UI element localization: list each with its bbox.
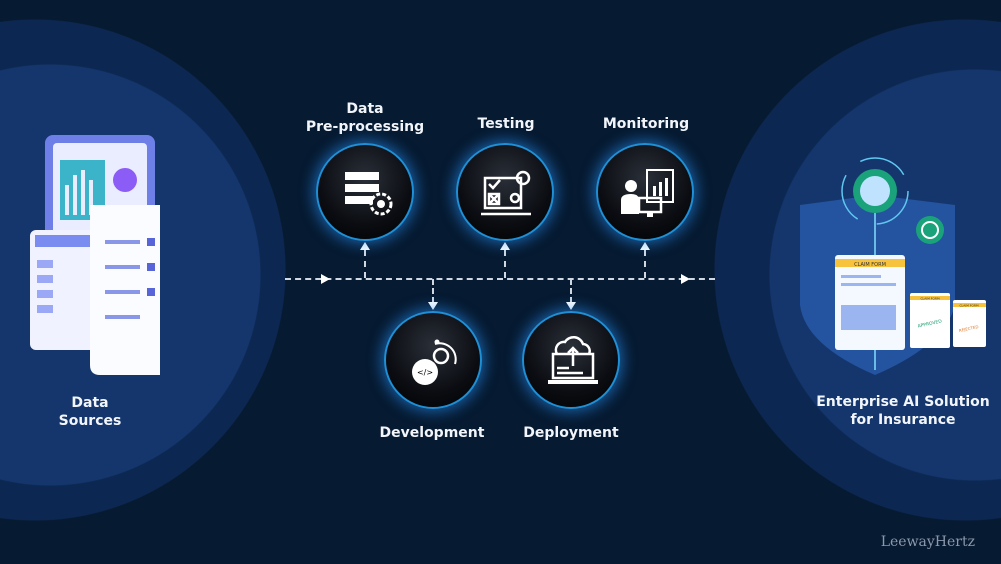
enterprise-ai-label-line1: Enterprise AI Solution [816, 394, 990, 410]
stage-label-monitoring: Monitoring [602, 116, 690, 132]
preprocessing-label-line2: Pre-processing [305, 119, 425, 135]
stage-preprocessing [316, 143, 414, 241]
arrow-up-preprocessing [360, 242, 370, 250]
stage-monitoring [596, 143, 694, 241]
data-sources-label-line1: Data [71, 395, 109, 411]
checklist-gear-icon [481, 170, 531, 216]
code-gear-icon: </> [412, 339, 457, 385]
stage-testing [456, 143, 554, 241]
server-gear-icon [345, 172, 393, 216]
claim-form-small-title-1: CLAIM FORM [920, 297, 939, 301]
leewayhertz-watermark: LeewayHertz [880, 534, 975, 550]
flow-arrow-right-1 [321, 274, 330, 284]
connector-deployment [570, 279, 572, 303]
stage-label-development: Development [379, 425, 485, 441]
stage-label-testing: Testing [477, 116, 535, 132]
claim-form-small-title-2: CLAIM FORM [959, 304, 978, 308]
preprocessing-label-line1: Data [346, 101, 384, 117]
insurance-ai-illustration: CLAIM FORM CLAIM FORM APPROVED CLAIM FOR… [800, 157, 986, 375]
arrow-up-monitoring [640, 242, 650, 250]
stage-deployment [522, 311, 620, 409]
rejected-stamp: REJECTED [958, 324, 978, 333]
connector-monitoring [644, 250, 646, 278]
data-sources-label: Data Sources [10, 394, 170, 430]
enterprise-ai-label-line2: for Insurance [850, 412, 956, 428]
connector-testing [504, 250, 506, 278]
flow-arrow-right-2 [681, 274, 690, 284]
arrow-down-development [428, 302, 438, 310]
connector-development [432, 279, 434, 303]
data-sources-label-line2: Sources [58, 413, 122, 429]
svg-text:</>: </> [417, 368, 433, 377]
cloud-upload-laptop-icon [548, 335, 598, 384]
connector-preprocessing [364, 250, 366, 278]
data-sources-illustration [30, 135, 160, 375]
arrow-up-testing [500, 242, 510, 250]
main-flow-line [285, 278, 715, 280]
stage-label-deployment: Deployment [523, 425, 619, 441]
enterprise-ai-label: Enterprise AI Solution for Insurance [813, 393, 993, 429]
claim-form-title: CLAIM FORM [854, 262, 886, 268]
approved-stamp: APPROVED [917, 318, 943, 329]
arrow-down-deployment [566, 302, 576, 310]
stage-development: </> [384, 311, 482, 409]
person-dashboard-icon [621, 169, 674, 217]
stage-label-preprocessing: Data Pre-processing [285, 100, 445, 136]
